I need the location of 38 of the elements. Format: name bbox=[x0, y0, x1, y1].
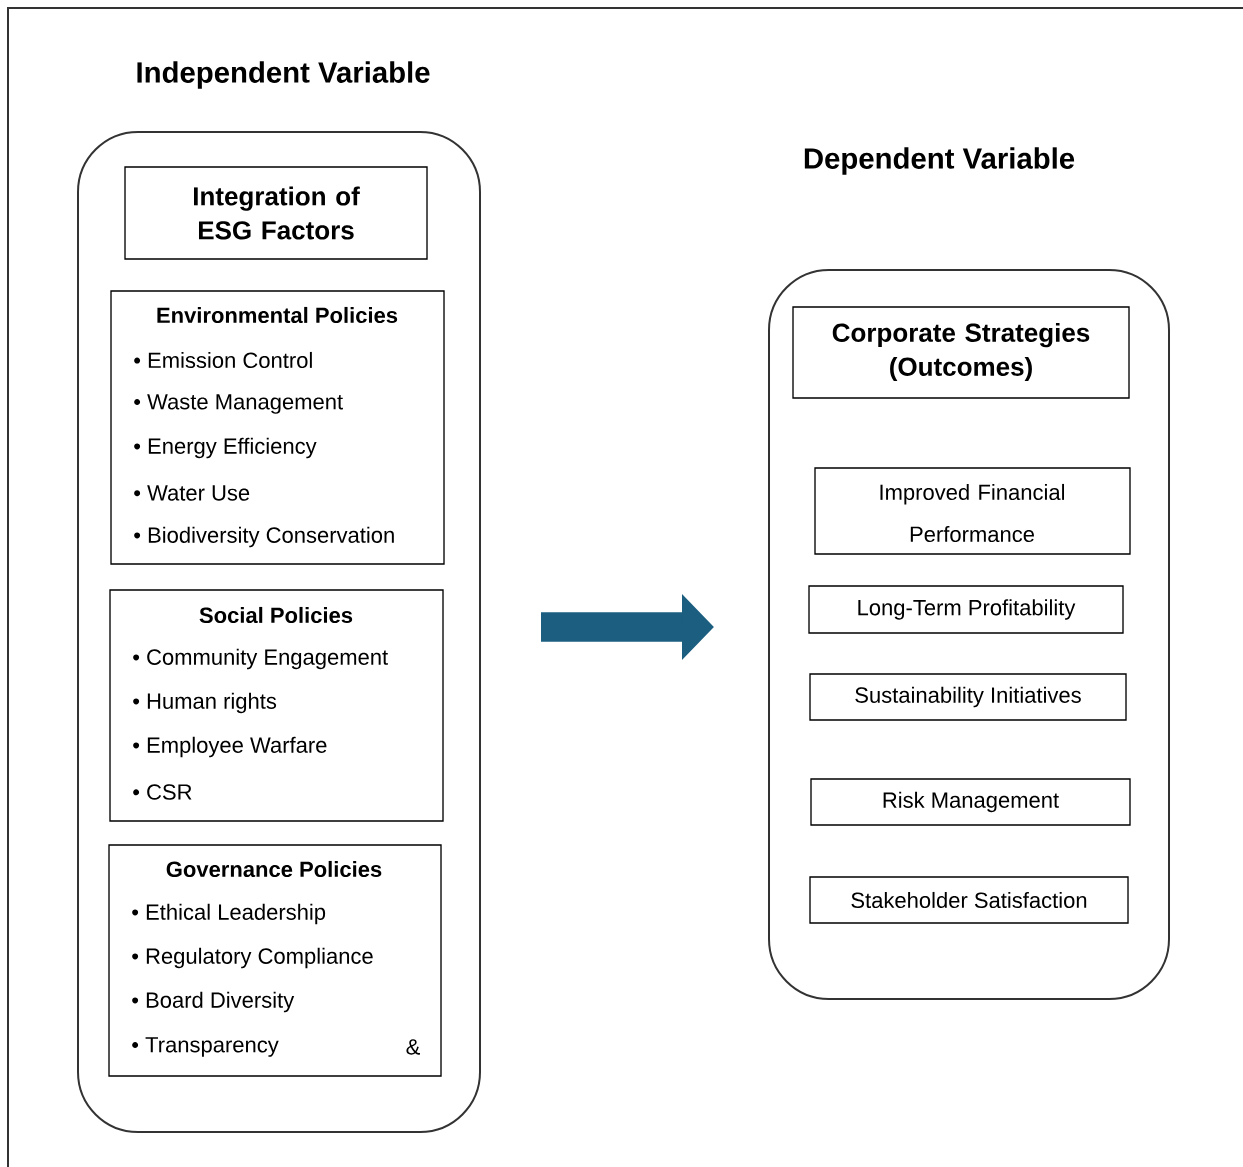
box-label: Long-Term Profitability bbox=[858, 599, 1076, 620]
rounded-panel bbox=[768, 147, 1170, 1000]
heading: Dependent Variable bbox=[804, 147, 1075, 175]
text-box bbox=[792, 306, 1130, 399]
text-box bbox=[808, 585, 1124, 634]
bullet-item: • CSR bbox=[133, 784, 192, 800]
bullet-item: • Board Diversity bbox=[132, 991, 295, 1013]
text-box bbox=[108, 844, 442, 1077]
text-box bbox=[110, 290, 445, 565]
box-label: Improved Financial Performance bbox=[880, 483, 1065, 543]
box-label: Risk Management bbox=[883, 791, 1059, 813]
text-box bbox=[810, 778, 1131, 826]
text-box bbox=[809, 876, 1129, 924]
bullet-item: • Emission Control bbox=[134, 351, 312, 369]
text-box bbox=[814, 467, 1131, 555]
bullet-item: • Human rights bbox=[133, 692, 277, 714]
bullet-item: • Biodiversity Conservation bbox=[134, 526, 394, 548]
box-heading: Social Policies bbox=[199, 606, 353, 624]
bullet-item: • Employee Warfare bbox=[133, 736, 327, 758]
text-box bbox=[109, 589, 444, 822]
box-title: Corporate Strategies (Outcomes) bbox=[832, 322, 1090, 382]
box-label: Stakeholder Satisfaction bbox=[851, 891, 1087, 909]
text-box bbox=[124, 166, 428, 260]
bullet-item: • Energy Efficiency bbox=[134, 437, 317, 459]
rounded-panel bbox=[77, 61, 481, 1133]
bullet-item: • Waste Management bbox=[134, 394, 343, 414]
box-label: & bbox=[406, 1039, 420, 1055]
bullet-item: • Community Engagement bbox=[133, 648, 388, 670]
heading: Independent Variable bbox=[137, 61, 430, 89]
bullet-item: • Ethical Leadership bbox=[132, 903, 326, 925]
bullet-item: • Transparency bbox=[132, 1037, 279, 1057]
box-heading: Environmental Policies bbox=[157, 306, 398, 324]
text-box bbox=[809, 673, 1127, 721]
bullet-item: • Water Use bbox=[134, 485, 250, 501]
box-title: Integration of ESG Factors bbox=[193, 186, 360, 240]
box-heading: Governance Policies bbox=[166, 860, 382, 878]
box-label: Sustainability Initiatives bbox=[855, 686, 1081, 708]
bullet-item: • Regulatory Compliance bbox=[132, 947, 373, 969]
